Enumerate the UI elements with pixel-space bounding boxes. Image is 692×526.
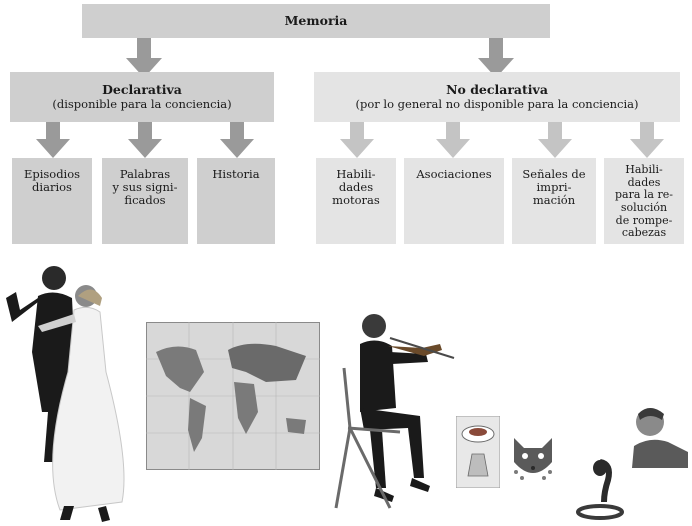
cat-face-illustration <box>514 438 552 480</box>
leaf-asociaciones-label: Asociaciones <box>416 167 492 181</box>
leaf-episodios-diarios: Episodios diarios <box>12 158 92 244</box>
cobra-illustration <box>576 459 624 520</box>
leaf-palabras-label: Palabras y sus signi- ficados <box>112 167 178 208</box>
man-portrait-illustration <box>632 408 688 468</box>
declarative-title: Declarativa <box>102 82 182 98</box>
leaf-asociaciones: Asociaciones <box>404 158 504 244</box>
root-label: Memoria <box>284 12 348 28</box>
declarative-box: Declarativa (disponible para la concienc… <box>10 72 274 122</box>
leaf-historia-label: Historia <box>212 167 260 181</box>
world-map-illustration <box>146 322 320 470</box>
leaf-historia: Historia <box>197 158 275 244</box>
arrow-root-to-declarative <box>126 38 162 78</box>
leaf-episodios-label: Episodios diarios <box>23 167 81 195</box>
food-plate-illustration <box>456 416 500 488</box>
leaf-rompecabezas: Habili- dades para la re- solución de ro… <box>604 158 684 244</box>
leaf-habilidades-motoras-label: Habili- dades motoras <box>332 167 380 208</box>
arrow-to-rompecabezas <box>630 122 664 158</box>
arrow-root-to-nondeclarative <box>478 38 514 78</box>
root-box: Memoria <box>82 4 550 38</box>
arrow-to-palabras <box>128 122 162 158</box>
arrow-to-asociaciones <box>436 122 470 158</box>
arrow-to-episodios <box>36 122 70 158</box>
nondeclarative-subtitle: (por lo general no disponible para la co… <box>355 96 639 111</box>
nondeclarative-title: No declarativa <box>446 82 548 98</box>
dancing-couple-illustration <box>6 266 125 522</box>
declarative-subtitle: (disponible para la conciencia) <box>52 96 232 111</box>
arrow-to-historia <box>220 122 254 158</box>
leaf-habilidades-motoras: Habili- dades motoras <box>316 158 396 244</box>
nondeclarative-box: No declarativa (por lo general no dispon… <box>314 72 680 122</box>
arrow-to-habilidades-motoras <box>340 122 374 158</box>
leaf-senales-imprimacion: Señales de impri- mación <box>512 158 596 244</box>
violinist-illustration <box>334 314 455 509</box>
leaf-palabras: Palabras y sus signi- ficados <box>102 158 188 244</box>
leaf-senales-label: Señales de impri- mación <box>522 167 586 208</box>
leaf-rompecabezas-label: Habili- dades para la re- solución de ro… <box>615 163 673 240</box>
arrow-to-senales <box>538 122 572 158</box>
